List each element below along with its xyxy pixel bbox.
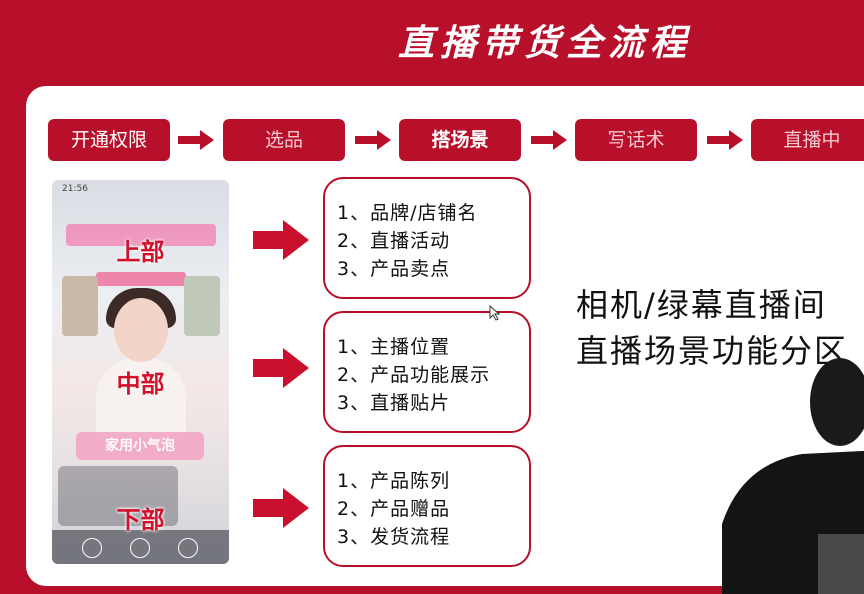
product-shelf-right [184, 276, 220, 336]
region-label-bottom: 下部 [116, 506, 165, 534]
flow-step-selection: 选品 [223, 119, 345, 161]
list-item: 1、品牌/店铺名 [337, 202, 478, 224]
arrow-right-icon [253, 488, 309, 528]
arrow-right-icon [253, 348, 309, 388]
list-item: 2、产品赠品 [337, 498, 451, 520]
list-item: 2、直播活动 [337, 230, 451, 252]
region-box-middle: 1、主播位置 2、产品功能展示 3、直播贴片 [323, 311, 531, 433]
arrow-right-icon [178, 130, 214, 150]
region-label-middle: 中部 [116, 370, 165, 398]
promo-strip [96, 272, 186, 286]
product-shelf-left [62, 276, 98, 336]
list-item: 3、产品卖点 [337, 258, 451, 280]
comment-area [58, 466, 178, 526]
product-sticker: 家用小气泡 [76, 432, 204, 460]
list-item: 3、发货流程 [337, 526, 451, 548]
share-icon [130, 538, 150, 558]
headline-line-2: 直播场景功能分区 [576, 332, 849, 370]
livestream-phone-screenshot: 21:56 家用小气泡 [52, 180, 229, 564]
region-label-top: 上部 [116, 238, 165, 266]
headline-line-1: 相机/绿幕直播间 [576, 286, 827, 324]
mouse-cursor-icon [489, 305, 501, 321]
list-item: 3、直播贴片 [337, 392, 451, 414]
list-item: 1、主播位置 [337, 336, 451, 358]
flow-step-scene: 搭场景 [399, 119, 521, 161]
region-box-top: 1、品牌/店铺名 2、直播活动 3、产品卖点 [323, 177, 531, 299]
page-title: 直播带货全流程 [397, 23, 692, 64]
phone-status-time: 21:56 [62, 184, 88, 194]
flow-step-script: 写话术 [575, 119, 697, 161]
arrow-right-icon [253, 220, 309, 260]
arrow-right-icon [707, 130, 743, 150]
top-banner [66, 224, 216, 246]
host-face [114, 298, 168, 362]
list-item: 2、产品功能展示 [337, 364, 491, 386]
cart-icon [82, 538, 102, 558]
arrow-right-icon [531, 130, 567, 150]
flow-step-live: 直播中 [751, 119, 864, 161]
presenter-video [722, 358, 864, 594]
host-body [96, 358, 186, 438]
gift-icon [178, 538, 198, 558]
list-item: 1、产品陈列 [337, 470, 451, 492]
arrow-right-icon [355, 130, 391, 150]
region-box-bottom: 1、产品陈列 2、产品赠品 3、发货流程 [323, 445, 531, 567]
flow-step-permission: 开通权限 [48, 119, 170, 161]
